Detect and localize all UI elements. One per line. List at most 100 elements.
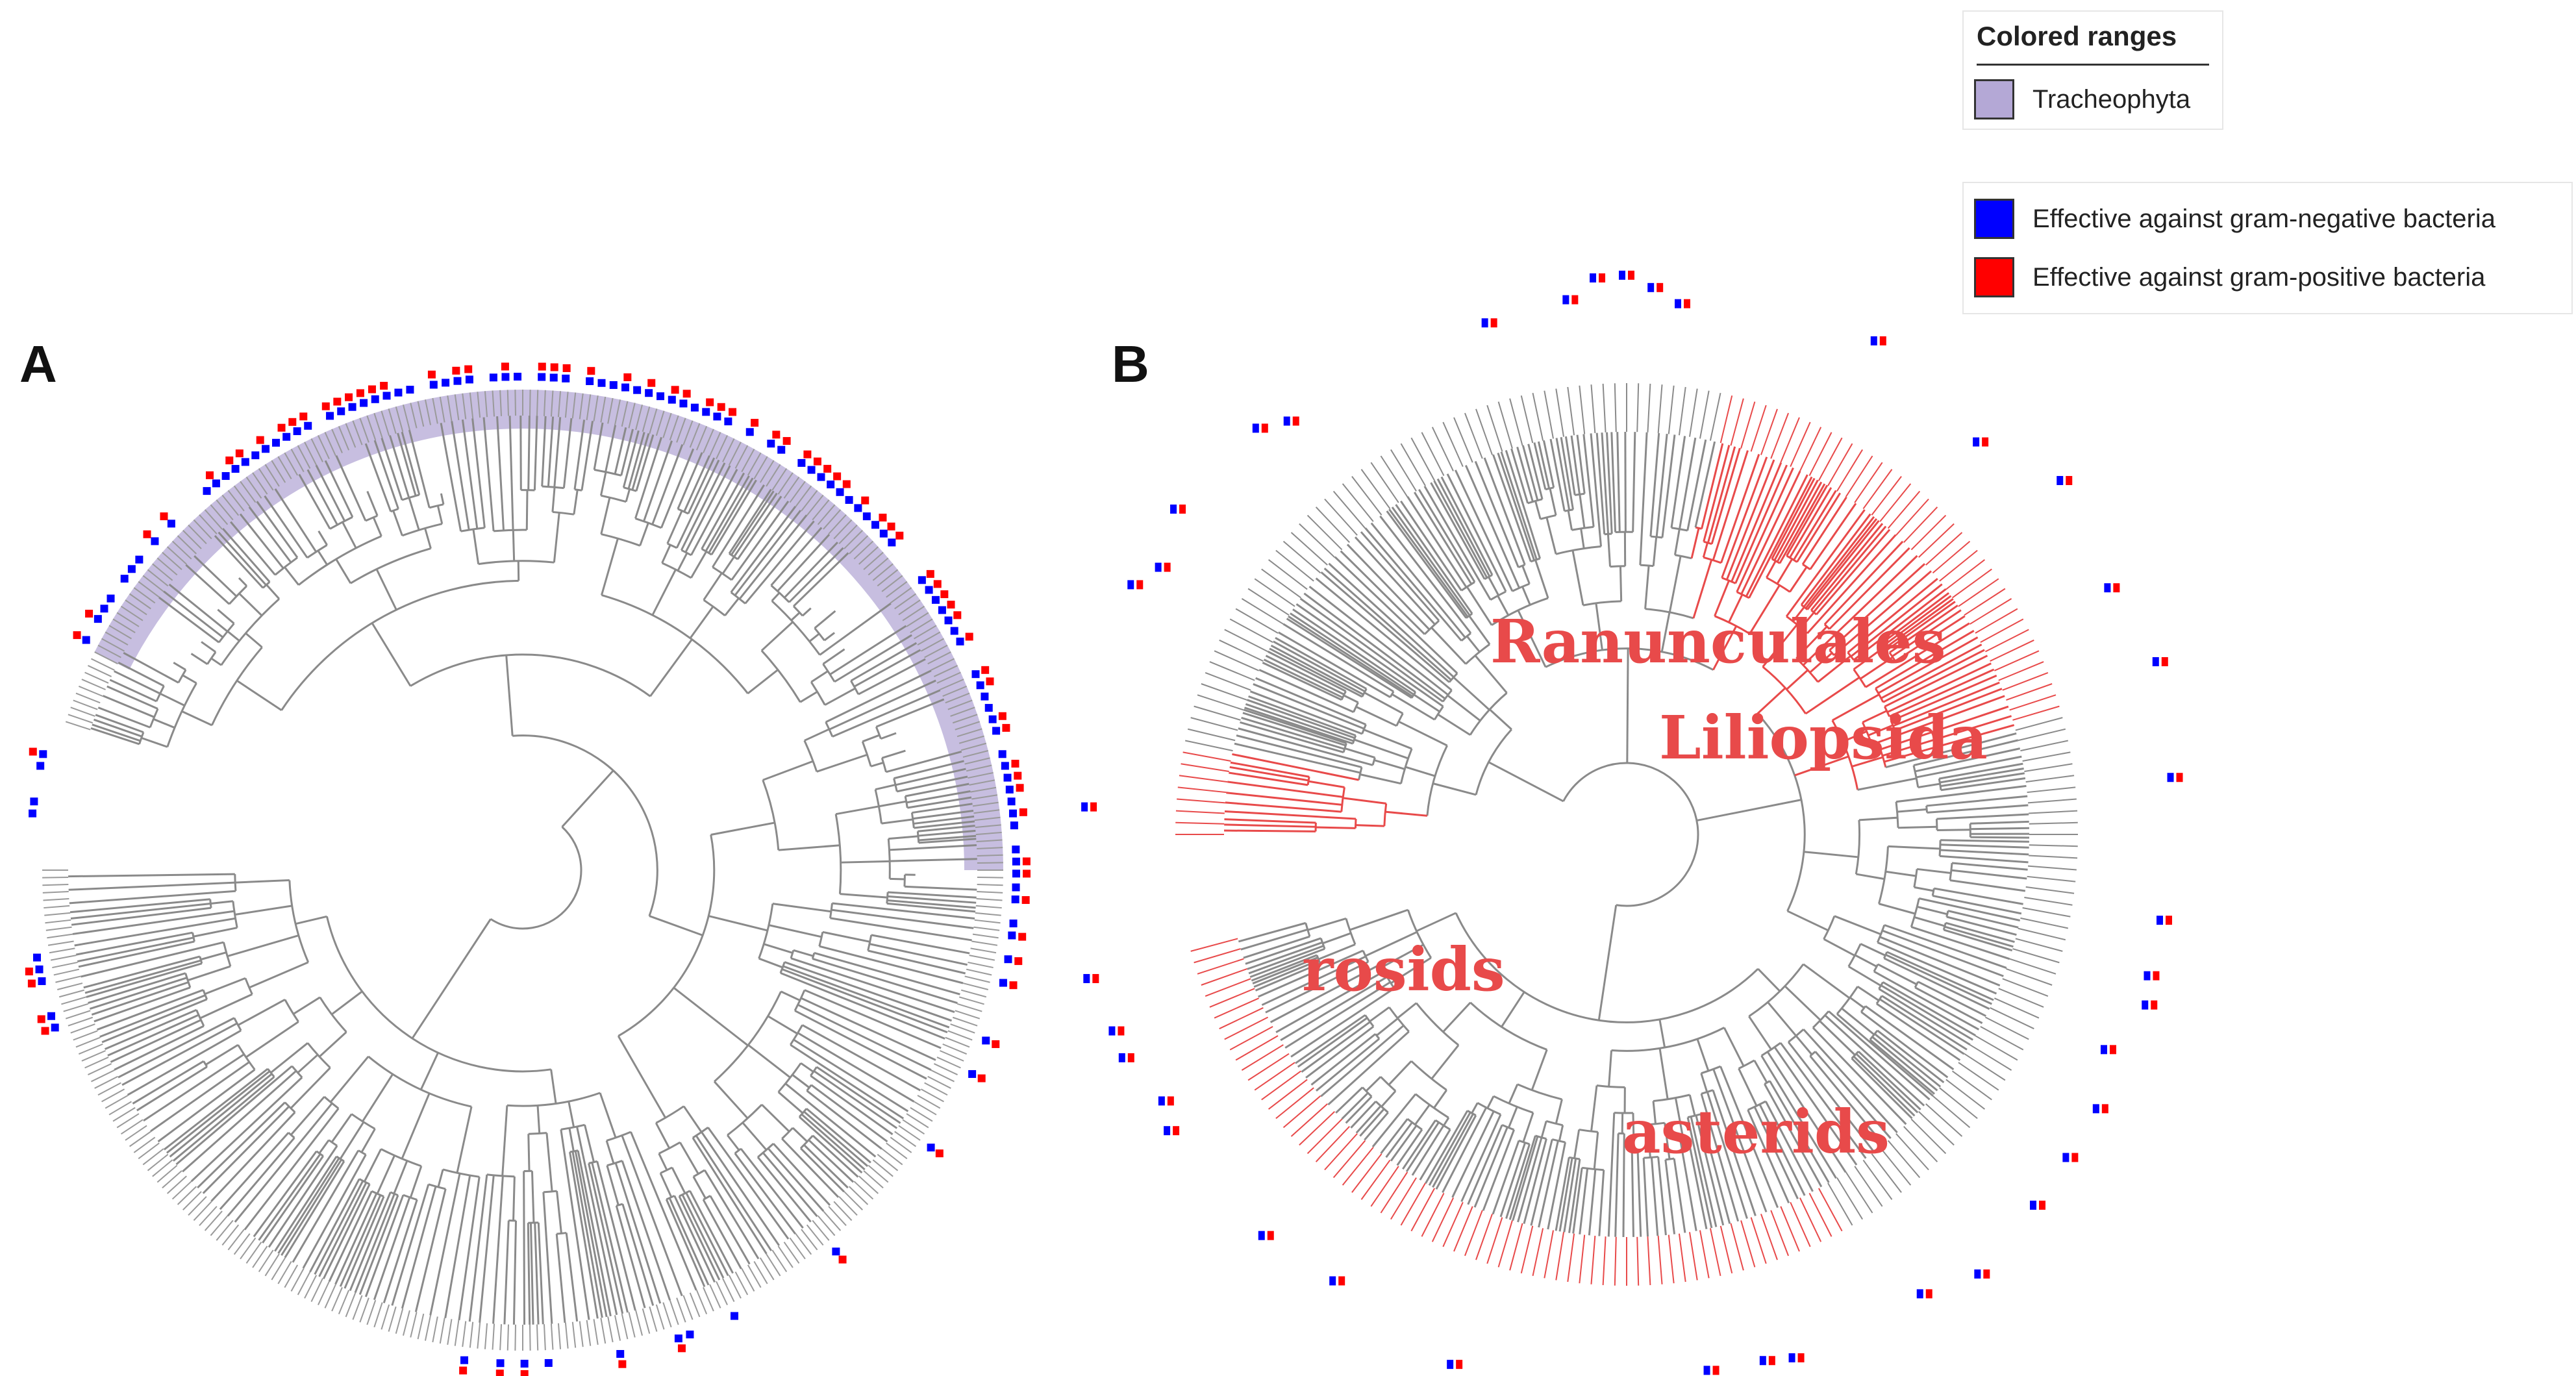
tree-branch bbox=[505, 655, 514, 736]
gram-positive-marker bbox=[986, 677, 994, 686]
tree-branch bbox=[1595, 432, 1606, 534]
gram-negative-marker bbox=[984, 704, 993, 712]
tree-branch bbox=[1951, 862, 2028, 871]
leaf-label bbox=[91, 658, 115, 671]
tree-branch bbox=[853, 649, 921, 688]
tree-branch-arc bbox=[297, 535, 382, 586]
tree-branch bbox=[169, 1073, 273, 1158]
tree-branch bbox=[1940, 839, 2029, 843]
leaf-label bbox=[1475, 1214, 1493, 1260]
gram-negative-marker bbox=[465, 375, 473, 384]
tree-branch-arc bbox=[677, 508, 689, 515]
tree-branch-arc bbox=[1469, 1001, 1547, 1051]
leaf-label bbox=[2025, 886, 2075, 894]
leaf-label bbox=[924, 1082, 948, 1096]
tree-branch bbox=[810, 670, 829, 683]
leaf-label bbox=[1205, 978, 1251, 997]
tree-branch bbox=[182, 1070, 297, 1173]
leaf-label bbox=[722, 438, 735, 462]
tree-branch bbox=[1616, 432, 1621, 532]
tree-branch bbox=[584, 1124, 595, 1163]
tree-branch bbox=[93, 718, 143, 738]
tree-branch bbox=[1894, 688, 2003, 732]
tree-branch-arc bbox=[1913, 869, 1918, 888]
gram-positive-marker bbox=[345, 393, 353, 401]
leaf-label bbox=[1431, 427, 1454, 471]
gram-negative-marker bbox=[925, 586, 933, 594]
leaf-label bbox=[823, 509, 842, 530]
leaf-label bbox=[1590, 384, 1596, 433]
tree-branch bbox=[1371, 1093, 1417, 1148]
leaf-label bbox=[682, 1295, 694, 1320]
tree-branch bbox=[1242, 712, 1346, 747]
leaf-label bbox=[894, 1131, 917, 1147]
tree-branch-arc bbox=[757, 1143, 775, 1158]
tree-branch bbox=[1918, 981, 1987, 1018]
tree-branch bbox=[401, 431, 421, 495]
tree-branch bbox=[1571, 550, 1584, 606]
tree-branch bbox=[888, 835, 919, 840]
gram-positive-marker bbox=[1879, 336, 1886, 345]
gram-negative-marker bbox=[1329, 1276, 1336, 1286]
tree-branch bbox=[1809, 652, 1833, 673]
tree-branch bbox=[593, 422, 604, 470]
tree-branch bbox=[248, 506, 292, 563]
tree-branch bbox=[1882, 929, 2004, 977]
tree-branch bbox=[1801, 496, 1847, 565]
leaf-label bbox=[1351, 1153, 1382, 1193]
leaf-label bbox=[777, 1245, 794, 1268]
tree-branch-arc bbox=[1645, 608, 1694, 619]
leaf-label bbox=[112, 618, 136, 634]
tree-branch bbox=[1719, 1066, 1779, 1208]
gram-positive-marker bbox=[459, 1366, 468, 1375]
tree-branch bbox=[318, 1182, 368, 1277]
leaf-label bbox=[1719, 1225, 1733, 1274]
tree-branch bbox=[823, 632, 836, 642]
gram-positive-marker bbox=[1136, 580, 1144, 590]
tree-branch bbox=[681, 1194, 725, 1279]
tree-branch bbox=[757, 1157, 812, 1223]
gram-negative-marker bbox=[1005, 785, 1014, 794]
tree-branch bbox=[1833, 570, 1932, 657]
tree-branch bbox=[1497, 453, 1536, 561]
gram-negative-marker bbox=[1012, 883, 1020, 892]
tree-branch bbox=[1794, 755, 1849, 777]
gram-negative-marker bbox=[489, 373, 497, 382]
tree-branch bbox=[1243, 708, 1347, 744]
tree-branch bbox=[1436, 478, 1491, 577]
tree-branch-arc bbox=[1647, 1121, 1665, 1126]
gram-positive-marker bbox=[926, 569, 934, 578]
tree-branch bbox=[1454, 469, 1514, 592]
tree-branch bbox=[1353, 738, 1409, 760]
leaf-label bbox=[284, 1264, 299, 1288]
tree-branch-arc bbox=[1640, 564, 1654, 568]
leaf-label bbox=[1984, 1016, 2029, 1040]
tree-branch-arc bbox=[1455, 912, 1759, 1023]
tree-branch bbox=[661, 544, 671, 564]
tree-branch bbox=[772, 1143, 831, 1207]
tree-branch-arc bbox=[594, 468, 622, 477]
tree-branch bbox=[1796, 492, 1842, 563]
leaf-label bbox=[1975, 608, 2018, 634]
gram-negative-marker bbox=[203, 487, 211, 495]
tree-branch bbox=[692, 1176, 707, 1199]
tree-branch bbox=[210, 657, 222, 666]
gram-positive-marker bbox=[1002, 723, 1010, 732]
tree-branch bbox=[1860, 656, 1894, 680]
leaf-label bbox=[1579, 385, 1586, 434]
bacteria-legend: Effective against gram-negative bacteria… bbox=[1962, 182, 2573, 314]
tree-branch bbox=[568, 1101, 575, 1128]
tree-branch bbox=[689, 1190, 734, 1274]
tree-branch bbox=[1970, 836, 2029, 839]
tree-branch bbox=[1416, 912, 1457, 932]
tree-branch bbox=[1549, 438, 1566, 512]
tree-branch-arc bbox=[410, 653, 651, 697]
tracheophyta-range bbox=[94, 390, 1003, 871]
tree-branch bbox=[1695, 1115, 1725, 1226]
tree-branch bbox=[1764, 1083, 1823, 1188]
gram-positive-marker bbox=[587, 367, 595, 375]
leaf-label bbox=[2020, 740, 2069, 752]
tree-branch bbox=[771, 592, 781, 602]
leaf-label bbox=[868, 1164, 889, 1183]
leaf-label bbox=[1282, 540, 1321, 574]
